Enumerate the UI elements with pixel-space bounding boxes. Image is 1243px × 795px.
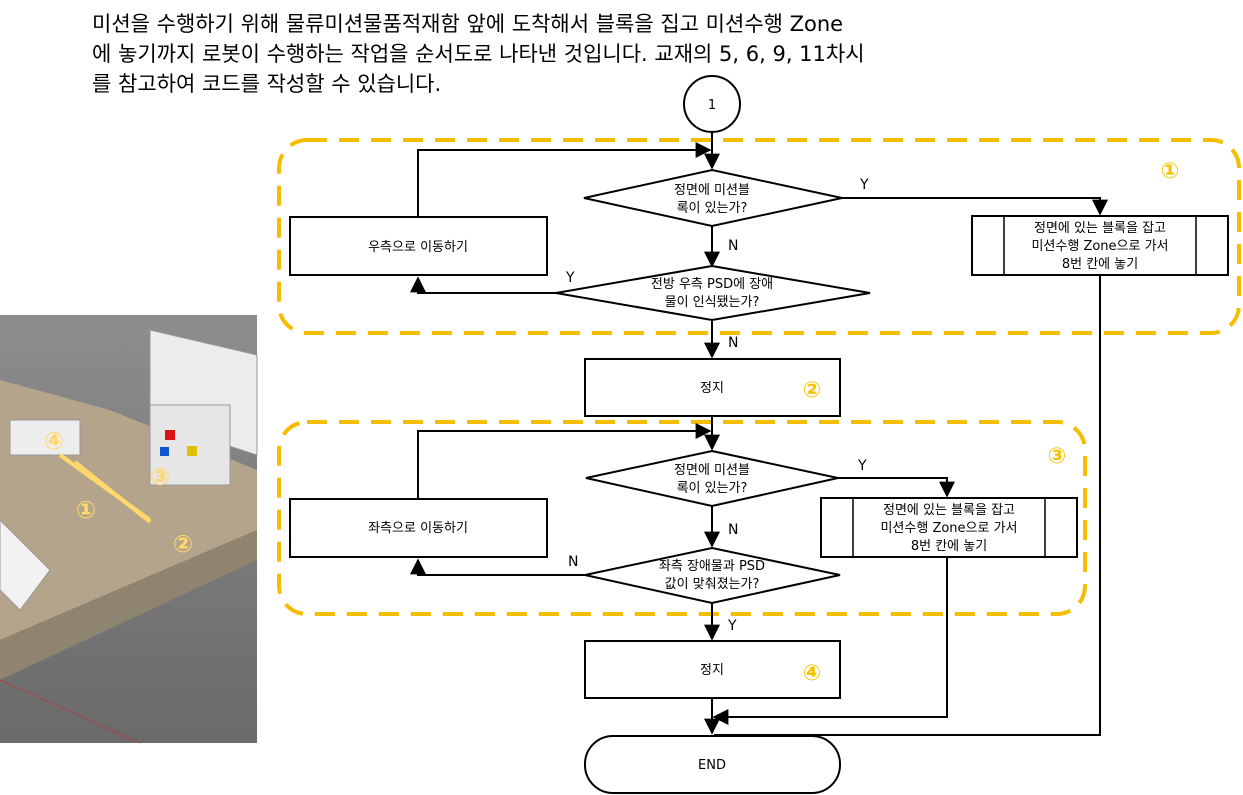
svg-text:END: END [698, 758, 726, 773]
svg-text:록이 있는가?: 록이 있는가? [677, 481, 748, 496]
svg-text:물이 인식됐는가?: 물이 인식됐는가? [665, 295, 760, 310]
edge-label-psd-no-2: N [568, 554, 578, 570]
edge-label-no-1: N [728, 238, 738, 254]
decision-front-block-2: 정면에 미션블 록이 있는가? [585, 449, 839, 508]
process-move-right: 우측으로 이동하기 [289, 216, 548, 276]
edge-label-yes-1: Y [859, 177, 869, 193]
edge-label-psd-no-1: N [728, 335, 738, 351]
scene-marker-4: ④ [44, 427, 64, 455]
process-stop-1: 정지 [584, 358, 841, 417]
robot-scene-image: ④ ③ ① ② [0, 315, 258, 744]
svg-text:값이 맞춰졌는가?: 값이 맞춰졌는가? [665, 577, 760, 592]
end-node: END [584, 735, 841, 794]
decision-psd-right: 전방 우측 PSD에 장애 물이 인식됐는가? [555, 264, 871, 322]
section-3-frame [277, 420, 1087, 616]
decision-psd-left: 좌측 장애물과 PSD 값이 맞춰졌는가? [584, 546, 841, 605]
svg-text:록이 있는가?: 록이 있는가? [677, 201, 748, 216]
svg-text:정면에 미션블: 정면에 미션블 [674, 183, 750, 198]
edge-label-psd-yes-1: Y [565, 270, 575, 286]
decision-front-block-1: 정면에 미션블 록이 있는가? [583, 168, 843, 228]
section-marker-3: ③ [1048, 444, 1067, 469]
svg-text:좌측으로 이동하기: 좌측으로 이동하기 [368, 521, 468, 536]
svg-text:미션수행 Zone으로 가서: 미션수행 Zone으로 가서 [880, 520, 1017, 536]
svg-text:8번 칸에 놓기: 8번 칸에 놓기 [911, 539, 987, 554]
start-label: 1 [708, 98, 716, 113]
svg-text:정면에 미션블: 정면에 미션블 [674, 463, 750, 478]
svg-text:정면에 있는 블록을 잡고: 정면에 있는 블록을 잡고 [883, 503, 1015, 518]
section-marker-2: ② [803, 378, 822, 403]
process-stop-2: 정지 [584, 640, 841, 699]
edge-label-no-2: N [728, 522, 738, 538]
scene-marker-1: ① [76, 496, 96, 524]
section-marker-1: ① [1161, 159, 1180, 184]
svg-text:8번 칸에 놓기: 8번 칸에 놓기 [1062, 257, 1138, 272]
process-place-block-2: 정면에 있는 블록을 잡고 미션수행 Zone으로 가서 8번 칸에 놓기 [820, 497, 1078, 558]
process-place-block-1: 정면에 있는 블록을 잡고 미션수행 Zone으로 가서 8번 칸에 놓기 [971, 215, 1229, 276]
svg-text:우측으로 이동하기: 우측으로 이동하기 [368, 240, 468, 255]
svg-text:전방 우측 PSD에 장애: 전방 우측 PSD에 장애 [651, 277, 773, 292]
svg-text:정면에 있는 블록을 잡고: 정면에 있는 블록을 잡고 [1034, 221, 1166, 236]
scene-marker-2: ② [173, 530, 193, 558]
section-marker-4: ④ [803, 661, 822, 686]
svg-text:미션수행 Zone으로 가서: 미션수행 Zone으로 가서 [1031, 238, 1168, 254]
intro-text: 미션을 수행하기 위해 물류미션물품적재함 앞에 도착해서 블록을 집고 미션수… [92, 12, 865, 96]
svg-text:정지: 정지 [700, 663, 724, 678]
start-node: 1 [683, 75, 741, 133]
scene-marker-3: ③ [150, 463, 170, 491]
edge-label-yes-2: Y [857, 458, 867, 474]
process-move-left: 좌측으로 이동하기 [289, 498, 548, 558]
svg-text:좌측 장애물과 PSD: 좌측 장애물과 PSD [659, 559, 765, 574]
section-1-frame [277, 138, 1241, 335]
svg-text:정지: 정지 [700, 381, 724, 396]
edge-label-psd-yes-2: Y [727, 618, 737, 634]
